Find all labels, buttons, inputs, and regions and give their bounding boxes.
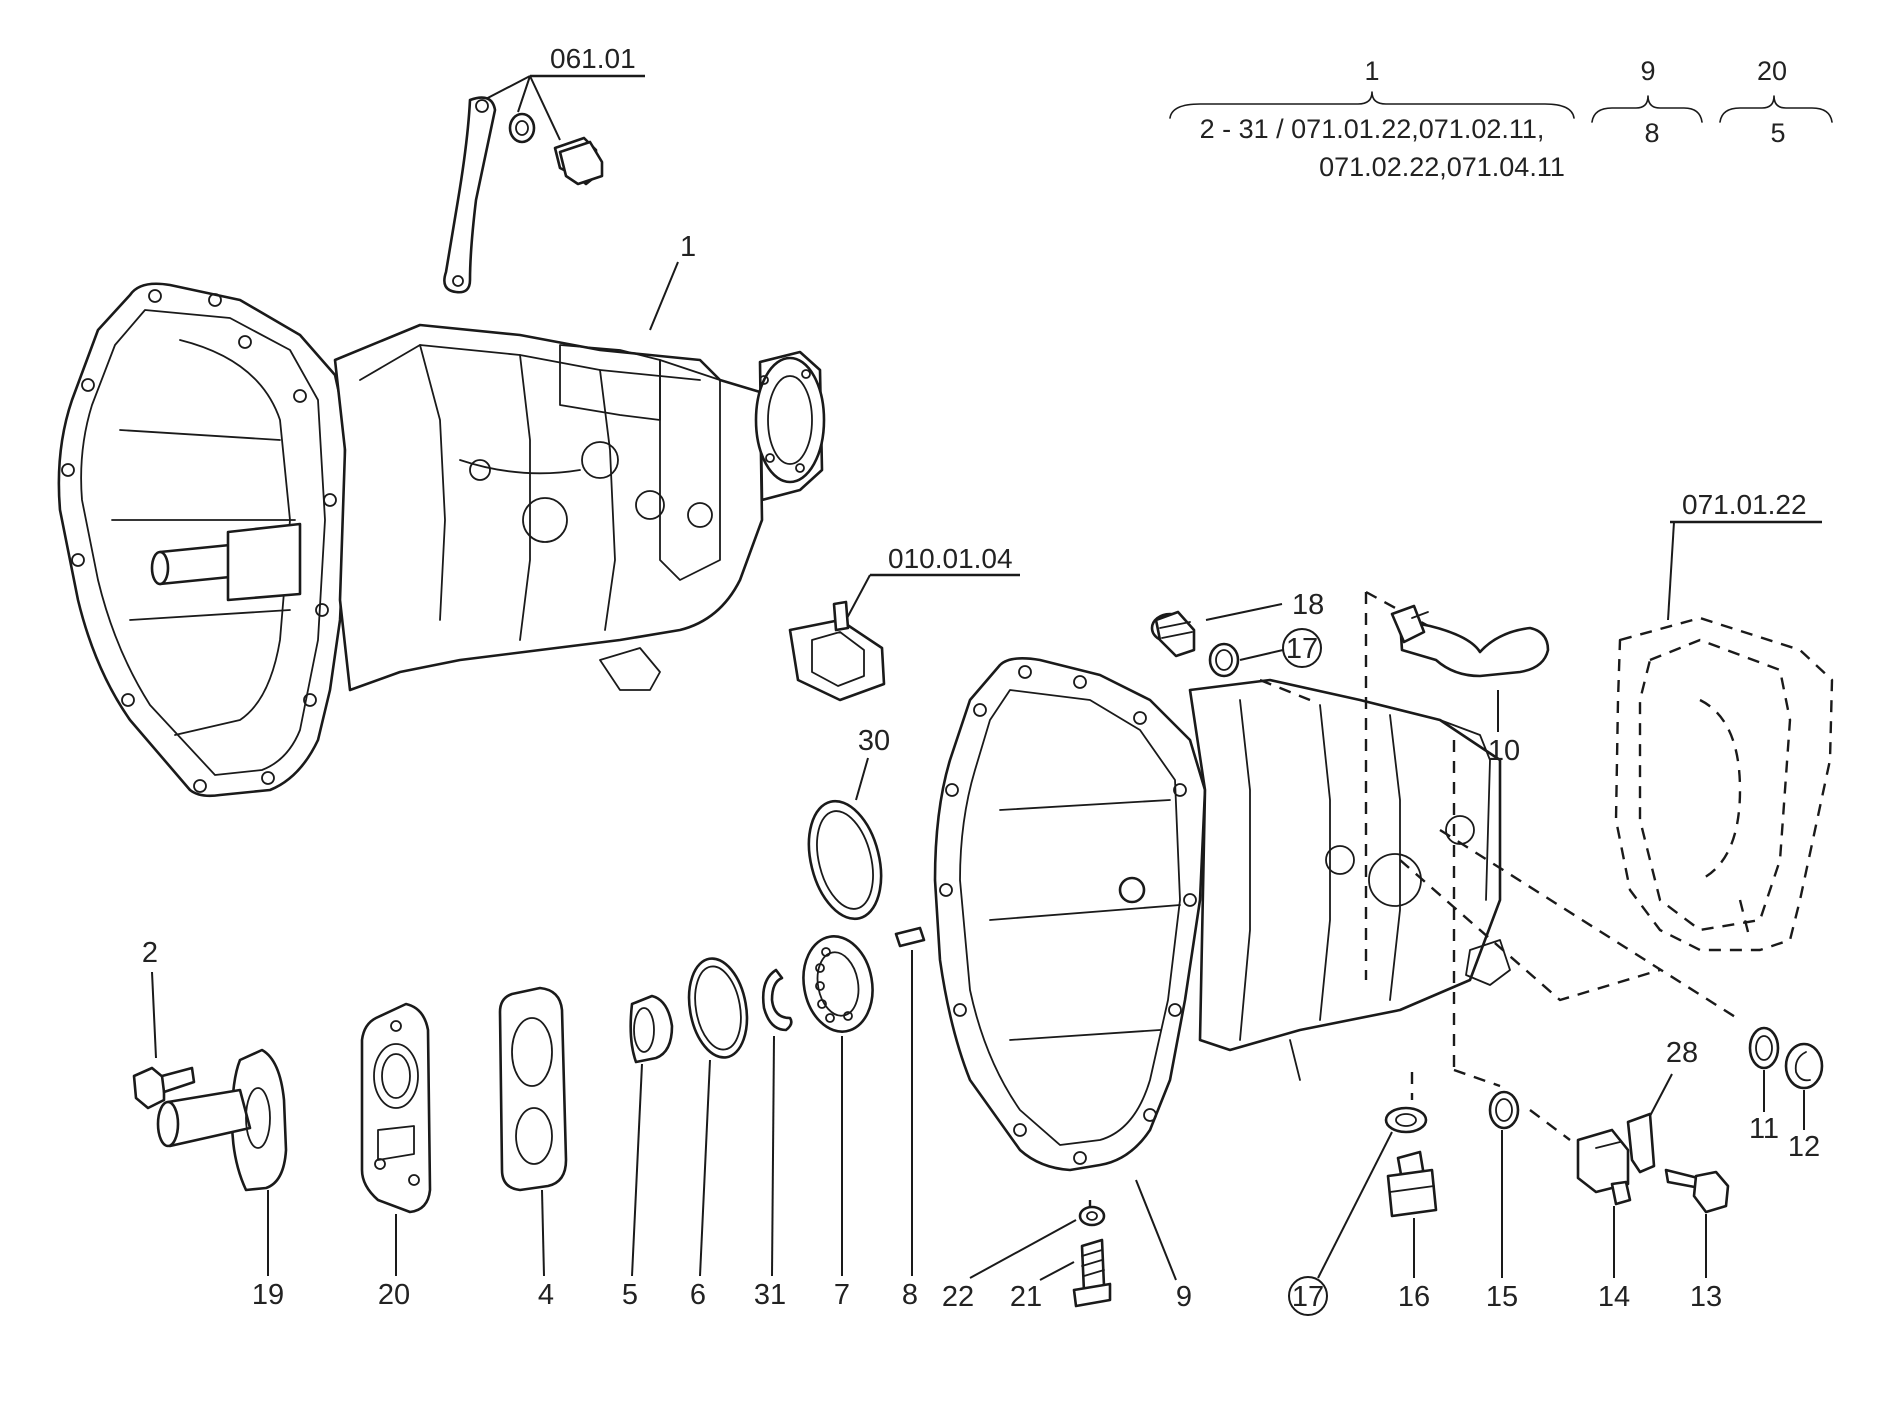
bolt-2 — [132, 1066, 196, 1110]
leader-6 — [699, 1059, 711, 1277]
label-10: 10 — [1488, 735, 1520, 767]
washer-22 — [1078, 1205, 1106, 1227]
label-22: 22 — [942, 1281, 974, 1313]
label-8: 8 — [902, 1279, 918, 1311]
ref-071-01-22-label: 071.01.22 — [1682, 489, 1807, 520]
leader-2 — [151, 971, 157, 1059]
leader-17-top — [1239, 649, 1284, 661]
ground-strap — [443, 96, 497, 294]
reverse-light-switch-14 — [1576, 1128, 1632, 1206]
ref-010-01-04-leader — [845, 574, 871, 621]
seal-ring-17-bottom — [1384, 1106, 1428, 1134]
label-20: 20 — [378, 1279, 410, 1311]
leader-5 — [631, 1063, 643, 1277]
label-2: 2 — [142, 937, 158, 969]
drain-plug-16 — [1386, 1150, 1438, 1218]
label-19: 19 — [252, 1279, 284, 1311]
label-28: 28 — [1666, 1037, 1698, 1069]
gasket-4 — [498, 986, 568, 1192]
leader-30 — [855, 757, 869, 801]
label-21: 21 — [1010, 1281, 1042, 1313]
ref-071-01-22-leader — [1667, 521, 1675, 621]
shaft-seal-5 — [629, 994, 674, 1064]
label-16: 16 — [1398, 1281, 1430, 1313]
label-14: 14 — [1598, 1281, 1630, 1313]
label-12: 12 — [1788, 1131, 1820, 1163]
label-15: 15 — [1486, 1281, 1518, 1313]
bolt-13 — [1664, 1168, 1730, 1214]
circlip-31 — [761, 968, 793, 1032]
transmission-assembly-1 — [57, 282, 826, 798]
seal-ring-15 — [1488, 1090, 1520, 1130]
label-13: 13 — [1690, 1281, 1722, 1313]
leader-18 — [1205, 603, 1283, 621]
header-group-1 — [1169, 91, 1575, 119]
header-group-2 — [1591, 95, 1703, 123]
drain-bolt-21 — [1072, 1238, 1112, 1308]
header-group3-bottom: 5 — [1770, 118, 1785, 148]
retaining-ring-30 — [807, 799, 883, 921]
label-7: 7 — [834, 1279, 850, 1311]
label-18: 18 — [1292, 589, 1324, 621]
lock-washer — [508, 112, 536, 144]
hex-bolt-small — [553, 136, 604, 186]
seal-ring-17-top — [1208, 642, 1240, 678]
ref-010-01-04-label: 010.01.04 — [888, 543, 1013, 574]
leader-31 — [771, 1035, 775, 1277]
header-group3-top: 20 — [1757, 56, 1787, 86]
seal-ring-11 — [1748, 1026, 1780, 1070]
breather-hose-10 — [1390, 604, 1550, 678]
label-31: 31 — [754, 1279, 786, 1311]
plug-cap-12 — [1784, 1042, 1824, 1090]
flange-bolt-holes — [61, 289, 337, 793]
header-group2-bottom: 8 — [1644, 118, 1659, 148]
label-5: 5 — [622, 1279, 638, 1311]
leader-21 — [1039, 1261, 1075, 1281]
label-30: 30 — [858, 725, 890, 757]
dowel-pin-8 — [894, 926, 926, 948]
transmission-case-9 — [933, 657, 1511, 1172]
callout-circle-17-top — [1282, 628, 1322, 668]
guide-tube-19 — [156, 1048, 288, 1192]
breather-plug-18 — [1150, 610, 1196, 658]
bracket-28 — [1626, 1112, 1656, 1174]
case-flange-bolt-holes — [939, 665, 1197, 1165]
leader-28 — [1649, 1073, 1673, 1117]
ball-bearing-7 — [802, 935, 874, 1033]
label-17-top: 17 — [1286, 633, 1318, 665]
header-group2-top: 9 — [1640, 56, 1655, 86]
rear-housing-dashed — [1614, 616, 1834, 952]
leader-1 — [649, 261, 679, 331]
label-17-bottom: 17 — [1292, 1281, 1324, 1313]
transmission-mount — [788, 600, 886, 702]
header-group1-line1: 2 - 31 / 071.01.22,071.02.11, — [1200, 114, 1545, 144]
label-6: 6 — [690, 1279, 706, 1311]
label-9: 9 — [1176, 1281, 1192, 1313]
callout-circle-17-bottom — [1288, 1276, 1328, 1316]
leader-4 — [541, 1189, 545, 1277]
leader-9 — [1135, 1179, 1177, 1281]
leader-17-bottom — [1317, 1131, 1393, 1279]
label-1: 1 — [680, 231, 696, 263]
header-group1-top: 1 — [1364, 56, 1379, 86]
assembly-dashed-lines — [1088, 590, 1741, 1210]
leader-22 — [969, 1219, 1077, 1279]
header-group-3 — [1719, 95, 1833, 123]
shim-6 — [687, 957, 749, 1059]
header-group1-line2: 071.02.22,071.04.11 — [1319, 152, 1565, 182]
bearing-retainer-20 — [360, 1002, 432, 1214]
label-4: 4 — [538, 1279, 554, 1311]
label-11: 11 — [1749, 1113, 1779, 1145]
ref-061-01-label: 061.01 — [550, 43, 636, 74]
